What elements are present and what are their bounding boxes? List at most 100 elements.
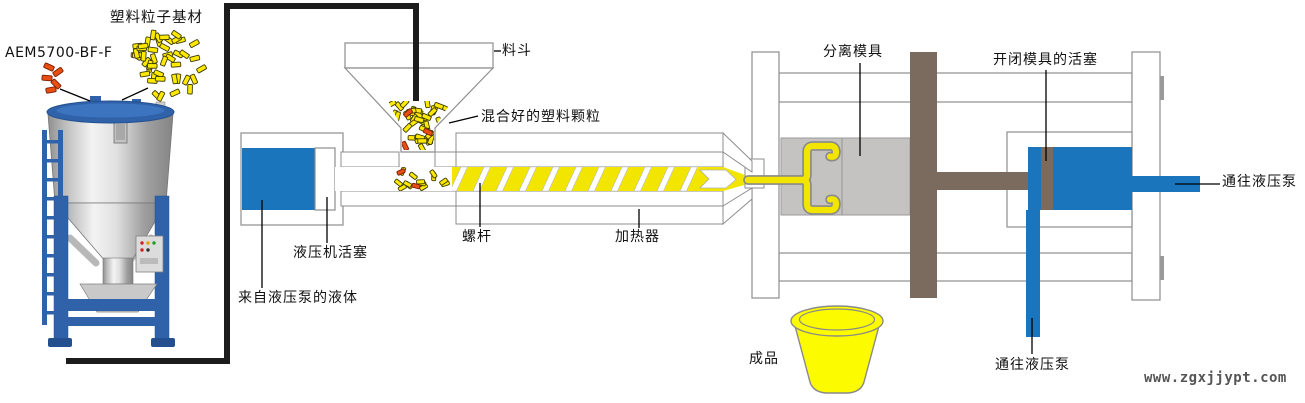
injection-unit [240, 132, 748, 226]
screw-flight [518, 167, 537, 191]
mixer-illustration [42, 96, 175, 347]
label-mixed-pellets: 混合好的塑料颗粒 [481, 109, 601, 125]
label-hopper: 料斗 [502, 43, 532, 59]
label-screw: 螺杆 [462, 229, 492, 245]
mixer-base-bar [54, 299, 169, 311]
panel-light [146, 241, 150, 245]
pellet [159, 43, 171, 52]
mixer-outlet [102, 257, 134, 285]
ladder-rung [42, 178, 63, 182]
pellet [156, 90, 166, 102]
pellet [413, 116, 425, 124]
pipe-to-pump-down [1026, 210, 1040, 337]
ladder-rail [42, 130, 47, 325]
clamping-unit [722, 51, 1200, 337]
label-additive: AEM5700-BF-F [5, 45, 113, 61]
leader-lines [261, 50, 1220, 354]
pellet [182, 74, 191, 86]
label-heater: 加热器 [615, 229, 660, 245]
ladder-rung [42, 159, 63, 163]
pellet [137, 42, 149, 50]
pellet [403, 108, 413, 118]
screw-flight [633, 167, 652, 191]
pellet [399, 101, 410, 109]
pellet-cluster-base-material [130, 29, 207, 102]
panel-button [140, 248, 144, 252]
pellet [149, 53, 158, 65]
feed-zone-pellets [394, 167, 450, 191]
label-hydraulic-fluid: 来自液压泵的液体 [238, 290, 358, 306]
panel-button [146, 248, 150, 252]
pellet [439, 177, 449, 186]
mixer-control-panel [135, 235, 164, 273]
ladder-rung [42, 216, 63, 220]
pellet [394, 178, 403, 187]
panel-light [140, 241, 144, 245]
pellet [188, 39, 200, 48]
ladder-rung [42, 273, 63, 277]
pellet [52, 67, 64, 77]
pellet [170, 61, 182, 68]
pellet [165, 53, 176, 63]
label-product: 成品 [749, 351, 779, 367]
mixer-ladder [42, 130, 63, 325]
pellet [421, 113, 432, 121]
pellet [417, 138, 428, 144]
screw-flight [472, 167, 491, 191]
ladder-rung [42, 292, 63, 296]
hydraulic-fluid [242, 148, 315, 210]
screw-flight [656, 167, 675, 191]
label-hydraulic-piston: 液压机活塞 [293, 245, 368, 261]
label-to-pump-right: 通往液压泵 [1222, 174, 1297, 190]
leader-line-material [121, 87, 149, 101]
ladder-rung [42, 311, 63, 315]
heater-top [455, 132, 724, 168]
tie-bar-bottom [778, 252, 1133, 282]
pellet [155, 75, 166, 82]
pellet [402, 180, 413, 188]
nozzle-taper-top [722, 131, 753, 173]
label-base-material: 塑料粒子基材 [110, 10, 203, 26]
pellet [171, 30, 182, 40]
pellet [149, 29, 157, 41]
pellet [41, 74, 53, 82]
pellet [417, 143, 427, 150]
pellet [408, 171, 418, 180]
mixer-rim-highlight [56, 103, 165, 118]
injection-piston [314, 147, 336, 211]
screw-tip [699, 169, 737, 189]
pellet [424, 101, 431, 109]
mold-cavity-melt [743, 141, 841, 215]
ladder-rung [42, 254, 63, 258]
pellet [433, 102, 445, 110]
product-bucket [790, 305, 884, 394]
panel-light [152, 241, 156, 245]
screw-flight [449, 167, 468, 191]
pellet [400, 140, 410, 150]
pellet [147, 46, 159, 54]
moving-platen [910, 52, 937, 298]
heater-bottom [455, 190, 724, 225]
pellet [402, 123, 413, 133]
pellet [416, 179, 426, 185]
pellet [196, 64, 207, 74]
mixer-foot-left [48, 338, 72, 347]
pellet [159, 34, 170, 41]
ladder-rung [42, 235, 63, 239]
clamp-piston-head [1041, 147, 1053, 210]
watermark: www.zgxjjypt.com [1144, 370, 1287, 386]
pellet [160, 55, 169, 67]
pellet [153, 69, 165, 78]
pellet [169, 88, 181, 98]
screw-flight [679, 167, 698, 191]
screw-flight [564, 167, 583, 191]
pellet [189, 73, 198, 85]
pellet [50, 78, 62, 90]
ladder-rail [58, 130, 63, 325]
label-clamp-piston: 开闭模具的活塞 [993, 52, 1098, 68]
nozzle-taper-bottom [722, 187, 753, 226]
screw-flight [610, 167, 629, 191]
bucket-rim-inner [798, 308, 876, 331]
ladder-rung [42, 197, 63, 201]
